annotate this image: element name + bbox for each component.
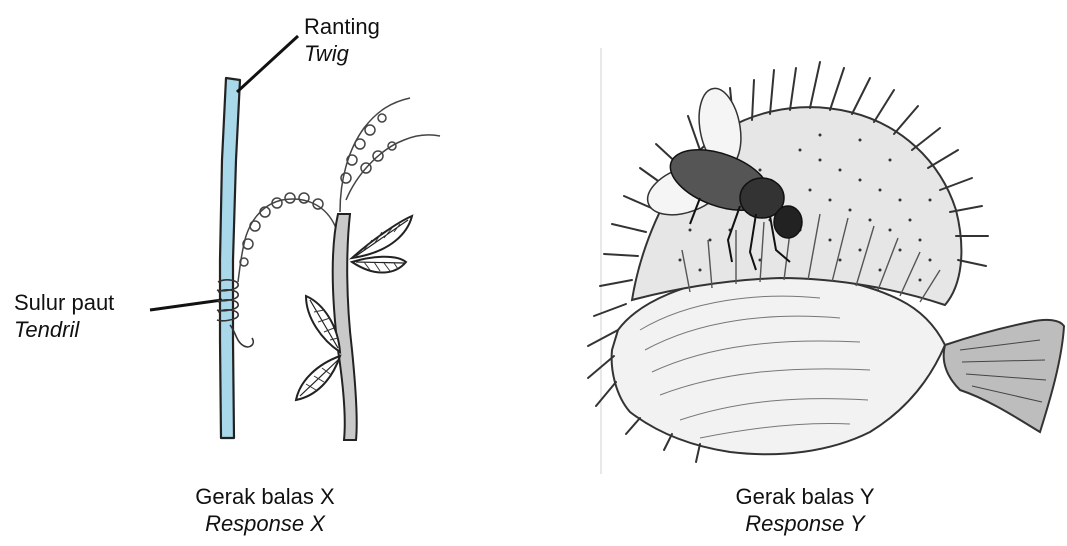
tendril-pointer-line [150,300,222,310]
leaf-mid-right [352,257,406,273]
twig-shape [220,78,240,438]
plant-stem [333,214,357,440]
twig-pointer-line [237,36,298,92]
figure-x-illustration [150,36,440,440]
caption-y-english: Response Y [690,511,920,537]
tendril-label-malay: Sulur paut [14,290,114,316]
twig-label-english: Twig [304,41,349,67]
fly-head [774,206,802,238]
leaf-lower-left [296,356,340,400]
caption-y-malay: Gerak balas Y [690,484,920,510]
flytrap-lower-lobe [612,274,945,454]
caption-x-malay: Gerak balas X [150,484,380,510]
tendril-upper [340,98,440,212]
figure-y-illustration [588,62,1064,462]
leaf-upper-right [352,216,412,258]
tendril-label-english: Tendril [14,317,79,343]
tendril-left [238,193,336,282]
twig-label-malay: Ranting [304,14,380,40]
flytrap-petiole [944,320,1064,432]
caption-x-english: Response X [150,511,380,537]
